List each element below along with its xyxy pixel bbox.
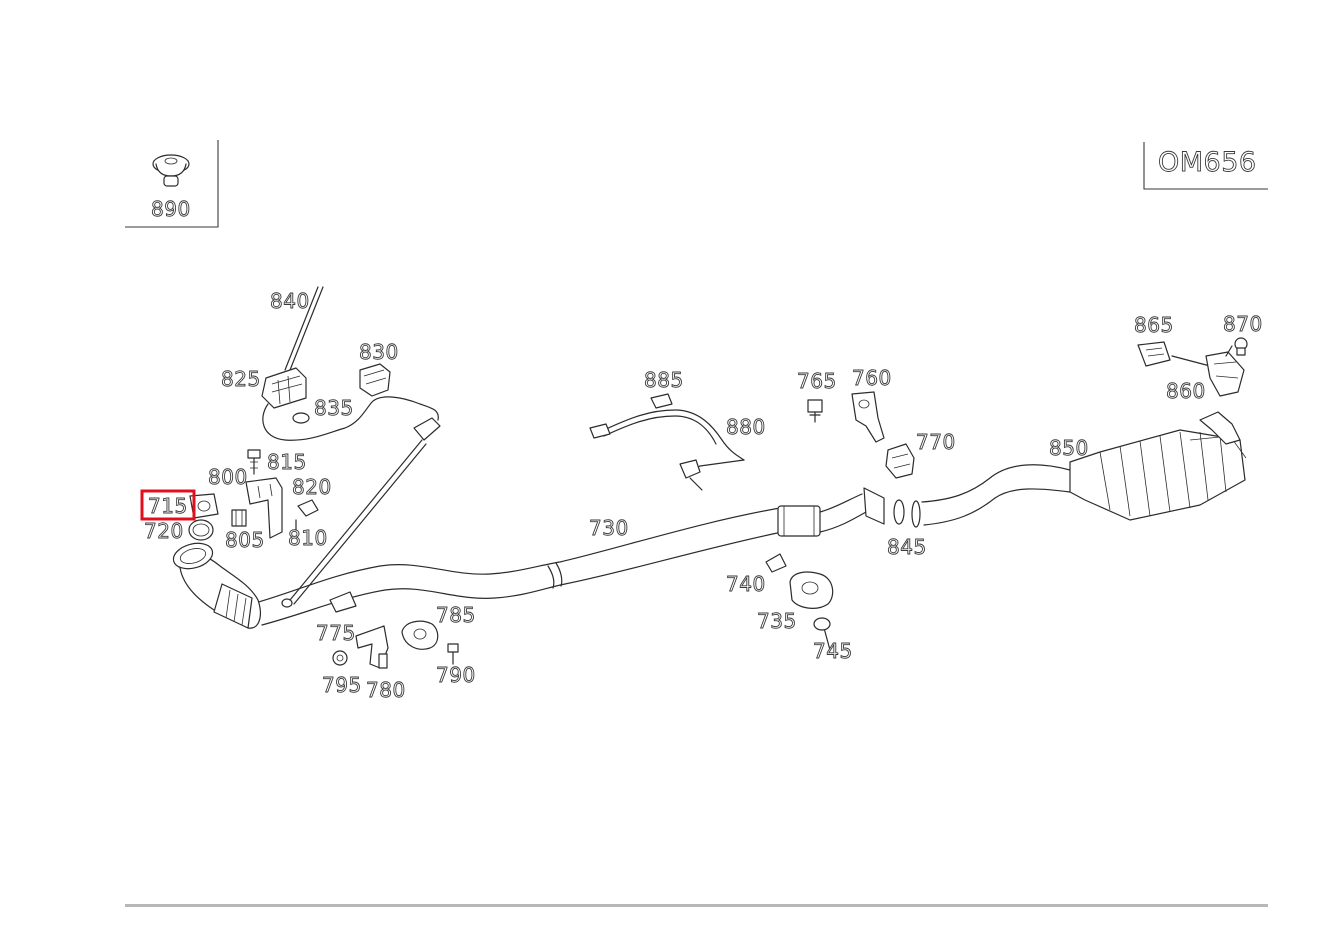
callout-840[interactable]: 840 — [270, 289, 310, 314]
callout-800[interactable]: 800 — [208, 465, 248, 490]
callout-770[interactable]: 770 — [916, 430, 956, 455]
highlight-box-715 — [140, 489, 196, 521]
hanger-860 — [1137, 337, 1248, 397]
bottom-rule — [125, 904, 1268, 907]
callout-820[interactable]: 820 — [292, 475, 332, 500]
callout-720[interactable]: 720 — [144, 519, 184, 544]
inset-890: 890 — [125, 140, 219, 228]
callout-730[interactable]: 730 — [589, 516, 629, 541]
callout-780[interactable]: 780 — [366, 678, 406, 703]
callout-815[interactable]: 815 — [267, 450, 307, 475]
callout-850[interactable]: 850 — [1049, 436, 1089, 461]
engine-code: OM656 — [1158, 147, 1257, 178]
silencer-850 — [1069, 411, 1247, 521]
callout-860[interactable]: 860 — [1166, 379, 1206, 404]
mount-760 — [807, 391, 915, 479]
callout-785[interactable]: 785 — [436, 603, 476, 628]
clamp-735 — [765, 553, 834, 651]
callout-805[interactable]: 805 — [225, 528, 265, 553]
callout-715[interactable]: 715 — [148, 494, 188, 519]
callout-865[interactable]: 865 — [1134, 313, 1174, 338]
callout-890[interactable]: 890 — [151, 197, 191, 222]
callout-830[interactable]: 830 — [359, 340, 399, 365]
callout-885[interactable]: 885 — [644, 368, 684, 393]
callout-825[interactable]: 825 — [221, 367, 261, 392]
engine-code-box: OM656 — [1143, 142, 1268, 190]
clip-830 — [359, 363, 391, 397]
callout-845[interactable]: 845 — [887, 535, 927, 560]
bracket-780 — [329, 591, 459, 669]
callout-790[interactable]: 790 — [436, 663, 476, 688]
callout-775[interactable]: 775 — [316, 621, 356, 646]
callout-835[interactable]: 835 — [314, 396, 354, 421]
callout-740[interactable]: 740 — [726, 572, 766, 597]
callout-760[interactable]: 760 — [852, 366, 892, 391]
callout-745[interactable]: 745 — [813, 639, 853, 664]
callout-765[interactable]: 765 — [797, 369, 837, 394]
callout-810[interactable]: 810 — [288, 526, 328, 551]
sensor-880 — [589, 393, 745, 491]
rear-pipe — [921, 464, 1071, 526]
callout-795[interactable]: 795 — [322, 673, 362, 698]
callout-880[interactable]: 880 — [726, 415, 766, 440]
sensor-825 — [261, 286, 441, 605]
callout-735[interactable]: 735 — [757, 609, 797, 634]
callout-870[interactable]: 870 — [1223, 312, 1263, 337]
